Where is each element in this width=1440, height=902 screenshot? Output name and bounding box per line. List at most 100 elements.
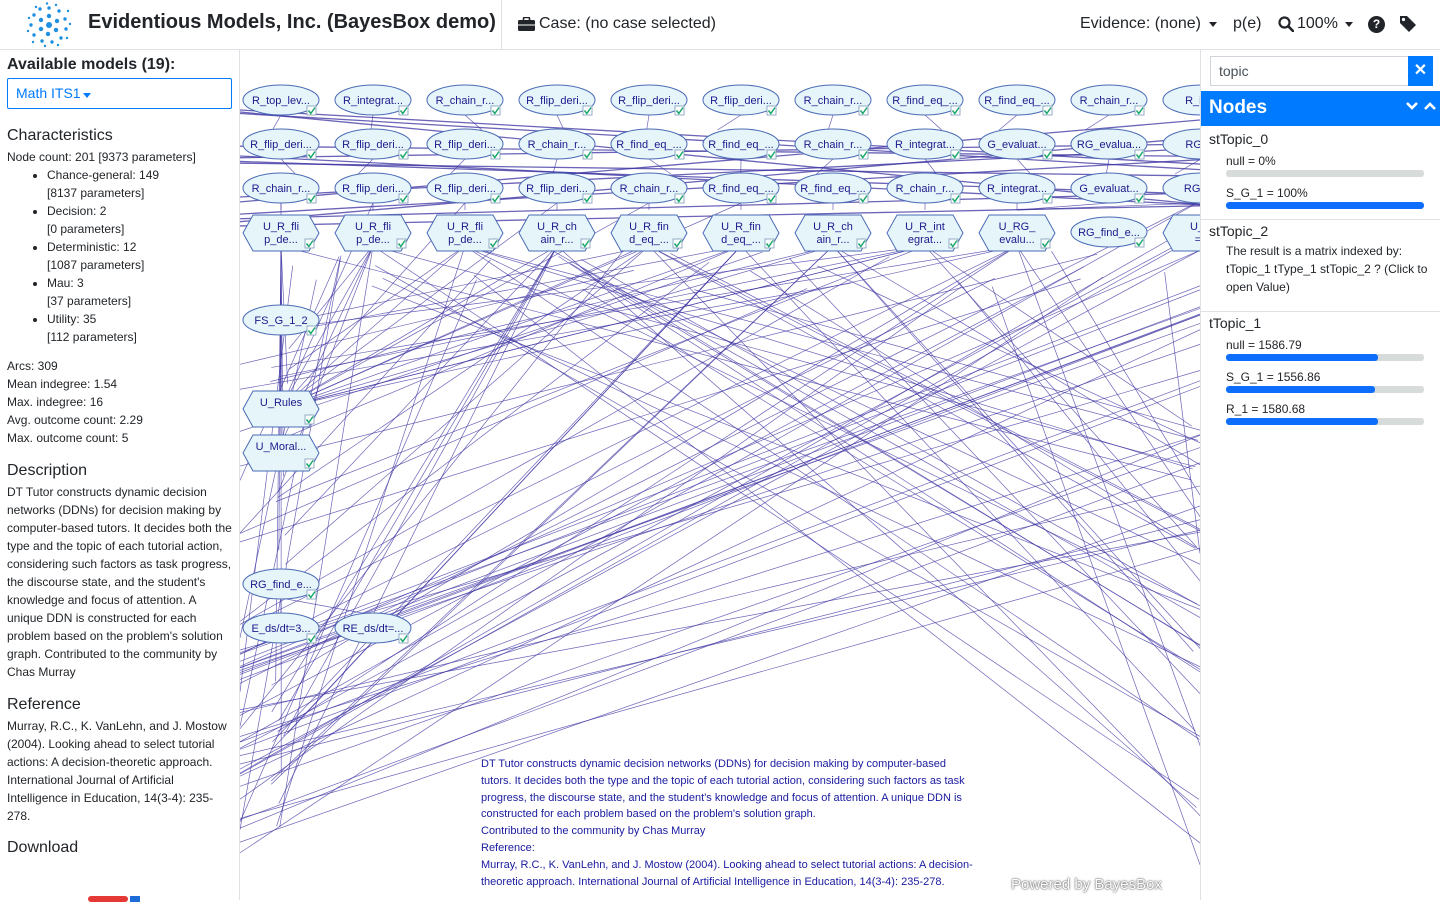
network-node[interactable]: R_integrat... — [979, 173, 1055, 203]
node-label: p_de... — [264, 234, 298, 246]
node-label: ain_r... — [816, 234, 849, 246]
node-label: E_ds/dt=3... — [251, 623, 310, 635]
node-label: R_find_eq_... — [708, 139, 773, 151]
network-node[interactable]: R_flip_deri... — [427, 173, 503, 203]
network-node[interactable]: R_flip_deri... — [519, 173, 595, 203]
node-label: R_flip_deri... — [250, 139, 312, 151]
node-type-label: Chance-general: 149 — [47, 168, 159, 182]
node-type-list: Chance-general: 149[8137 parameters] Dec… — [7, 166, 232, 346]
state-bar-fill — [1226, 202, 1424, 209]
pe-button[interactable]: p(e) — [1233, 15, 1261, 33]
edge — [240, 257, 890, 625]
edge — [373, 246, 1199, 799]
node-label: R_integrat... — [343, 95, 403, 107]
close-icon[interactable]: ✕ — [1408, 56, 1433, 86]
download-badge[interactable] — [88, 896, 128, 902]
network-node[interactable]: R_chain_r... — [611, 173, 687, 203]
utility-node[interactable]: U_R_flip_de... — [427, 215, 503, 251]
network-node[interactable]: R_find_eq_... — [703, 173, 779, 203]
model-select-dropdown[interactable]: Math ITS1 — [7, 78, 232, 109]
utility-node[interactable]: U_Rules — [243, 391, 319, 427]
network-node[interactable]: R_flip_deri... — [427, 129, 503, 159]
stat-arcs: Arcs: 309 — [7, 357, 232, 375]
network-node[interactable]: R_flip_deri... — [703, 85, 779, 115]
utility-node[interactable]: U_R=3 — [1163, 215, 1200, 251]
download-badge[interactable] — [130, 896, 140, 902]
network-node[interactable]: R_flip_deri... — [335, 129, 411, 159]
node-card-ttopic-1[interactable]: tTopic_1 null = 1586.79 S_G_1 = 1556.86 … — [1201, 314, 1440, 438]
network-node[interactable]: RG_evalua... — [1071, 129, 1147, 159]
network-node[interactable]: R_chain_r... — [887, 173, 963, 203]
node-label: R_flip_deri... — [342, 139, 404, 151]
network-node[interactable]: R_chain_r... — [519, 129, 595, 159]
app-title: Evidentious Models, Inc. (BayesBox demo) — [88, 11, 496, 34]
network-node[interactable]: R_inte — [1163, 85, 1200, 115]
network-canvas[interactable]: R_top_lev... R_integrat... R_chain_r... R_f… — [240, 50, 1200, 900]
utility-node[interactable]: U_R_flip_de... — [243, 215, 319, 251]
network-node[interactable]: R_chain_r... — [243, 173, 319, 203]
collapse-controls[interactable] — [1405, 97, 1437, 113]
network-node[interactable]: R_flip_deri... — [335, 173, 411, 203]
utility-node[interactable]: U_R_integrat... — [887, 215, 963, 251]
evidence-dropdown[interactable]: Evidence: (none) — [1080, 15, 1217, 33]
caret-down-icon — [83, 93, 91, 98]
network-node[interactable]: R_integrat... — [335, 85, 411, 115]
network-node[interactable]: RG_find_e... — [243, 569, 319, 599]
network-node[interactable]: G_evaluat... — [979, 129, 1055, 159]
utility-node[interactable]: U_Moral... — [243, 435, 319, 471]
edge — [240, 486, 1200, 713]
node-label: R_flip_deri... — [526, 95, 588, 107]
node-label: U_R_fli — [355, 221, 391, 233]
state-label: null = 0% — [1209, 154, 1433, 169]
network-node[interactable]: R_integrat... — [887, 129, 963, 159]
network-node[interactable]: RE_ds/dt=... — [335, 613, 411, 643]
network-node[interactable]: R_flip_deri... — [243, 129, 319, 159]
edge — [240, 371, 1200, 651]
network-node[interactable]: E_ds/dt=3... — [243, 613, 319, 643]
nodes-header[interactable]: Nodes — [1201, 91, 1440, 126]
tag-icon[interactable] — [1398, 14, 1418, 34]
utility-node[interactable]: U_RG_evalu... — [979, 215, 1055, 251]
characteristics-heading: Characteristics — [7, 126, 232, 146]
network-node[interactable]: RG_find_e... — [1071, 217, 1147, 247]
network-node[interactable]: R_chain_r... — [427, 85, 503, 115]
navbar-divider — [501, 0, 502, 50]
network-node[interactable]: R_find_eq_... — [703, 129, 779, 159]
network-node[interactable]: R_find_eq_... — [611, 129, 687, 159]
network-node[interactable]: RG_ev — [1163, 173, 1200, 203]
network-node[interactable]: G_evaluat... — [1071, 173, 1147, 203]
utility-node[interactable]: U_R_find_eq_... — [703, 215, 779, 251]
chevron-down-icon[interactable] — [1405, 100, 1419, 112]
network-node[interactable]: R_chain_r... — [795, 129, 871, 159]
network-node[interactable]: R_chain_r... — [795, 85, 871, 115]
utility-node[interactable]: U_R_find_eq_... — [611, 215, 687, 251]
network-node[interactable]: R_top_lev... — [243, 85, 319, 115]
network-node[interactable]: R_find_eq_... — [887, 85, 963, 115]
network-node[interactable]: R_flip_deri... — [611, 85, 687, 115]
case-menu[interactable]: Case: (no case selected) — [518, 15, 716, 33]
state-bar-fill — [1226, 354, 1378, 361]
zoom-dropdown[interactable]: 100% — [1278, 15, 1353, 33]
utility-node[interactable]: U_R_chain_r... — [795, 215, 871, 251]
network-node[interactable]: R_find_eq_... — [979, 85, 1055, 115]
utility-node[interactable]: U_R_flip_de... — [335, 215, 411, 251]
node-label: R_integrat... — [895, 139, 955, 151]
edge — [281, 246, 557, 408]
node-card-sttopic-0[interactable]: stTopic_0 null = 0% S_G_1 = 100% — [1201, 130, 1440, 220]
node-card-sttopic-2[interactable]: stTopic_2 The result is a matrix indexed… — [1201, 222, 1440, 312]
network-node[interactable]: R_chain_r... — [1071, 85, 1147, 115]
node-label: RG_find_e... — [1078, 227, 1140, 239]
node-search-input[interactable] — [1210, 56, 1408, 86]
chevron-up-icon[interactable] — [1423, 100, 1437, 112]
network-node[interactable]: R_find_eq_... — [795, 173, 871, 203]
help-icon[interactable]: ? — [1368, 16, 1385, 33]
node-label: U_R_ch — [813, 221, 853, 233]
edge — [240, 250, 1200, 666]
network-node[interactable]: RG_in — [1163, 129, 1200, 159]
edge — [240, 286, 1200, 653]
utility-node[interactable]: U_R_chain_r... — [519, 215, 595, 251]
network-node[interactable]: FS_G_1_2 — [243, 305, 319, 335]
node-card-note[interactable]: The result is a matrix indexed by: tTopi… — [1209, 242, 1433, 296]
network-node[interactable]: R_flip_deri... — [519, 85, 595, 115]
logo-icon[interactable] — [26, 2, 72, 48]
